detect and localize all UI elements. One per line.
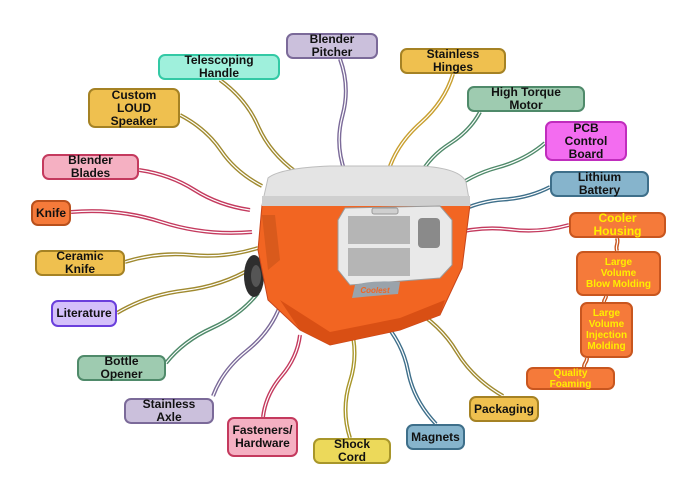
node-label: Magnets xyxy=(411,429,460,444)
cooler-lid xyxy=(261,165,471,206)
node-ceramic-knife[interactable]: Ceramic Knife xyxy=(35,250,125,276)
node-label: Fasteners/ Hardware xyxy=(232,423,293,450)
cooler-image: Coolest xyxy=(244,165,471,346)
node-blender-blades[interactable]: Blender Blades xyxy=(42,154,139,180)
cooler-side-handle xyxy=(262,215,280,270)
node-label: Large Volume Blow Molding xyxy=(586,257,651,290)
connector-highlight-ceramic-knife xyxy=(124,247,259,263)
connector-highlight-stainless-hinges xyxy=(387,73,454,173)
node-label: Bottle Opener xyxy=(100,354,143,381)
connector-highlight-stainless-axle xyxy=(212,305,281,397)
node-label: Telescoping Handle xyxy=(184,53,254,80)
node-large-volume-injection-molding[interactable]: Large Volume Injection Molding xyxy=(580,302,633,358)
connector-highlight-custom-loud-speaker xyxy=(179,114,263,187)
node-label: Custom LOUD Speaker xyxy=(110,87,158,128)
wheel-hub xyxy=(251,265,261,287)
node-telescoping-handle[interactable]: Telescoping Handle xyxy=(158,54,280,80)
node-label: High Torque Motor xyxy=(491,85,561,112)
connector-highlight-magnets xyxy=(379,317,437,425)
node-label: Ceramic Knife xyxy=(56,249,104,276)
node-label: Shock Cord xyxy=(333,437,370,464)
connector-highlight-shock-cord xyxy=(344,324,356,439)
node-label: Cooler Housing xyxy=(593,211,642,238)
node-cooler-housing[interactable]: Cooler Housing xyxy=(569,212,666,238)
node-packaging[interactable]: Packaging xyxy=(469,396,539,422)
connector-highlight-bottle-opener xyxy=(165,292,259,364)
node-large-volume-blow-molding[interactable]: Large Volume Blow Molding xyxy=(576,251,661,296)
node-label: Literature xyxy=(56,306,112,320)
node-label: Quality Foaming xyxy=(549,367,592,390)
node-label: Stainless Hinges xyxy=(426,47,480,74)
node-knife[interactable]: Knife xyxy=(31,200,71,226)
connector-highlight-large-volume-injection-molding xyxy=(603,295,607,303)
connector-highlight-blender-blades xyxy=(138,169,251,211)
node-literature[interactable]: Literature xyxy=(51,300,117,327)
connector-highlight-telescoping-handle xyxy=(219,79,297,173)
node-bottle-opener[interactable]: Bottle Opener xyxy=(77,355,166,381)
node-label: PCB Control Board xyxy=(564,120,608,161)
panel-latch xyxy=(371,207,399,215)
connector-highlight-quality-foaming xyxy=(583,357,588,368)
node-label: Large Volume Injection Molding xyxy=(585,308,628,352)
node-quality-foaming[interactable]: Quality Foaming xyxy=(526,367,615,390)
node-label: Stainless Axle xyxy=(142,397,196,424)
speaker-grille-bottom xyxy=(348,248,410,276)
connector-highlight-blender-pitcher xyxy=(338,58,347,173)
connector-highlight-lithium-battery xyxy=(457,186,551,213)
connector-highlight-literature xyxy=(116,267,253,314)
node-stainless-axle[interactable]: Stainless Axle xyxy=(124,398,214,424)
node-lithium-battery[interactable]: Lithium Battery xyxy=(550,171,649,197)
speaker-display xyxy=(418,218,440,248)
node-magnets[interactable]: Magnets xyxy=(406,424,465,450)
connector-highlight-large-volume-blow-molding xyxy=(615,237,619,252)
node-label: Blender Pitcher xyxy=(309,32,355,59)
speaker-grille-top xyxy=(348,216,410,244)
connector-lines xyxy=(70,58,620,439)
node-fasteners-hardware[interactable]: Fasteners/ Hardware xyxy=(227,417,298,457)
node-label: Lithium Battery xyxy=(577,170,622,197)
node-label: Knife xyxy=(36,205,66,220)
node-custom-loud-speaker[interactable]: Custom LOUD Speaker xyxy=(88,88,180,128)
connector-highlight-cooler-housing xyxy=(451,224,570,235)
node-high-torque-motor[interactable]: High Torque Motor xyxy=(467,86,585,112)
connector-highlight-knife xyxy=(70,210,253,234)
node-stainless-hinges[interactable]: Stainless Hinges xyxy=(400,48,506,74)
lid-rim xyxy=(262,196,470,206)
node-pcb-control-board[interactable]: PCB Control Board xyxy=(545,121,627,161)
brand-badge xyxy=(352,281,400,298)
connector-highlight-fasteners-hardware xyxy=(262,334,301,418)
cooler-base-shade xyxy=(280,300,445,345)
node-shock-cord[interactable]: Shock Cord xyxy=(313,438,391,464)
node-label: Blender Blades xyxy=(68,153,113,180)
brand-logo-text: Coolest xyxy=(360,286,390,295)
node-blender-pitcher[interactable]: Blender Pitcher xyxy=(286,33,378,59)
connector-highlight-high-torque-motor xyxy=(419,111,481,176)
node-label: Packaging xyxy=(473,401,535,416)
